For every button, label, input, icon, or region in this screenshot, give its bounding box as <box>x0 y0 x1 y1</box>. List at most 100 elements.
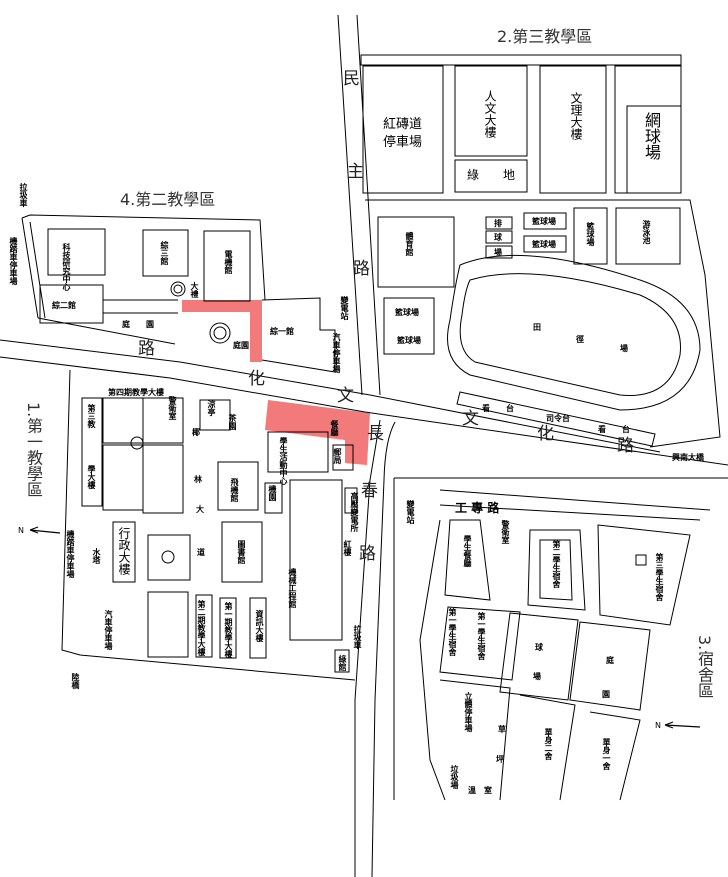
label-restaurant-z3: 學生餐廳 <box>463 535 472 567</box>
label-scooter-parking-z1: 機踏車停車場 <box>66 530 75 578</box>
zone3-title: 3.宿舍區 <box>695 635 714 699</box>
label-parking-z3: 立體停車場 <box>464 692 473 732</box>
label-dorm1b: 第一學生宿舍 <box>477 612 486 660</box>
label-guard-z1: 警衛室 <box>168 396 177 420</box>
label-green-hall: 綠館 <box>338 655 347 671</box>
label-overpass: 陸橋 <box>71 673 80 689</box>
label-science: 文理大樓 <box>569 92 583 140</box>
label-volleyball-1: 排 <box>494 219 502 228</box>
label-garbage-truck-z1: 拉圾車 <box>353 625 362 649</box>
zone1-outline <box>61 369 358 681</box>
label-stand-1: 看 台 <box>482 404 514 413</box>
north-arrow-1 <box>29 526 61 534</box>
zone1-title: 1.第一教學區 <box>24 402 43 498</box>
zone4-outline <box>21 214 336 373</box>
label-garden-1: 庭 園 <box>122 320 154 329</box>
label-parking-zone2: 紅磚道 停車場 <box>383 117 423 150</box>
label-library: 圖書館 <box>237 540 246 564</box>
label-basketball-3: 籃球場 <box>586 222 595 246</box>
label-dorm3: 第三學生宿舍 <box>655 553 664 601</box>
label-garden-z3-1: 庭 <box>606 656 614 665</box>
label-garbage-z3: 垃圾場 <box>450 765 459 789</box>
label-track-1: 田 <box>533 323 541 332</box>
road-wenhua-w1: 路 <box>138 339 155 359</box>
label-basketball-5: 籃球場 <box>397 336 421 345</box>
label-car-parking-z1: 汽車停車場 <box>104 610 113 650</box>
label-single1: 單身一舍 <box>602 738 611 770</box>
label-guard-z3: 警衛室 <box>501 520 510 544</box>
road-changchun-2: 春 <box>361 481 378 501</box>
label-lawn-2: 坪 <box>496 755 504 764</box>
label-water-tower: 水塔 <box>92 548 101 564</box>
road-minzhu-3: 路 <box>353 259 370 279</box>
label-garden-z3-2: 園 <box>602 690 610 699</box>
label-teaching3-a: 第三教 <box>87 404 96 428</box>
label-auditorium: 大禮 <box>190 282 199 298</box>
minzhu-road <box>337 14 381 396</box>
label-court-1: 球 <box>535 643 543 652</box>
label-track-3: 場 <box>620 344 628 353</box>
road-changchun-1: 長 <box>367 424 384 444</box>
label-phase1: 第一期教學大樓 <box>224 602 233 658</box>
label-dorm2: 第二學生宿舍 <box>552 540 561 588</box>
label-building-3: 綜三館 <box>160 241 169 265</box>
label-garden-2: 庭園 <box>233 341 249 350</box>
road-yelin-3: 大 <box>196 505 204 514</box>
label-admin: 行政大樓 <box>117 527 131 575</box>
label-post-office: 郵局 <box>333 448 342 464</box>
road-wenhua-e1: 文 <box>462 409 479 429</box>
label-car-parking-z4: 汽車停車場 <box>332 333 341 373</box>
label-green: 綠 地 <box>467 168 516 182</box>
label-humanities: 人文大樓 <box>483 90 497 138</box>
label-court-2: 場 <box>533 672 541 681</box>
label-info: 資訊大樓 <box>255 610 264 642</box>
road-yelin-4: 道 <box>197 548 205 557</box>
label-lawn-1: 草 <box>498 725 506 734</box>
label-building-2: 綜二館 <box>52 301 76 310</box>
road-wenhua-e3: 路 <box>617 436 634 456</box>
zone2-title: 2.第三教學區 <box>497 27 593 46</box>
label-research-center: 科技研究中心 <box>62 243 71 291</box>
zone4-title: 4.第二教學區 <box>120 190 216 209</box>
north-arrow-3 <box>664 721 701 729</box>
label-student-center: 學生活動中心 <box>279 437 288 485</box>
road-minzhu-1: 民 <box>343 69 360 89</box>
changchun-road <box>354 419 396 877</box>
north-label-1: N <box>18 526 24 535</box>
zone3-outline <box>393 477 728 801</box>
label-ee-building: 電機館 <box>224 250 233 274</box>
label-aircraft: 飛機館 <box>230 478 239 502</box>
label-machine-garden: 機園 <box>268 485 277 501</box>
label-mech-eng: 機械工程館 <box>288 568 297 608</box>
highlight-zone4 <box>182 300 262 362</box>
label-scooter-parking-z4: 機踏車停車場 <box>9 237 18 285</box>
label-red-building: 紅樓 <box>343 540 352 556</box>
road-minzhu-2: 主 <box>347 162 364 182</box>
road-yelin-2: 林 <box>194 475 202 484</box>
label-volleyball-2: 球 <box>494 233 502 242</box>
road-gongzhuan: 工 專 路 <box>455 501 500 515</box>
wenhua-road <box>0 339 728 466</box>
label-tennis: 網球場 <box>642 112 661 160</box>
zone2-outline <box>360 54 721 448</box>
label-phase4: 第四期教學大樓 <box>108 388 164 397</box>
label-single2: 單身二舍 <box>544 728 553 760</box>
label-basketball-4: 籃球場 <box>395 308 419 317</box>
label-basketball-2: 籃球場 <box>532 240 556 249</box>
label-greenhouse: 溫 室 <box>468 786 492 795</box>
label-pavilion: 涼亭 <box>207 400 216 416</box>
label-track-2: 徑 <box>576 335 584 344</box>
road-wenhua-w2: 化 <box>248 369 265 389</box>
label-garbage-truck-z4: 拉圾車 <box>19 183 28 207</box>
label-podium: 司令台 <box>546 414 570 423</box>
label-substation-z4: 變電站 <box>340 296 349 320</box>
road-yelin-1: 椰 <box>192 428 200 437</box>
label-stand-2: 看 台 <box>598 425 630 434</box>
label-restaurant-z1: 餐廳 <box>330 420 339 436</box>
road-changchun-3: 路 <box>359 544 376 564</box>
label-phase2: 第二期教學大樓 <box>197 600 206 656</box>
label-tea-garden: 茶園 <box>228 414 237 430</box>
road-wenhua-w3: 文 <box>337 386 354 406</box>
